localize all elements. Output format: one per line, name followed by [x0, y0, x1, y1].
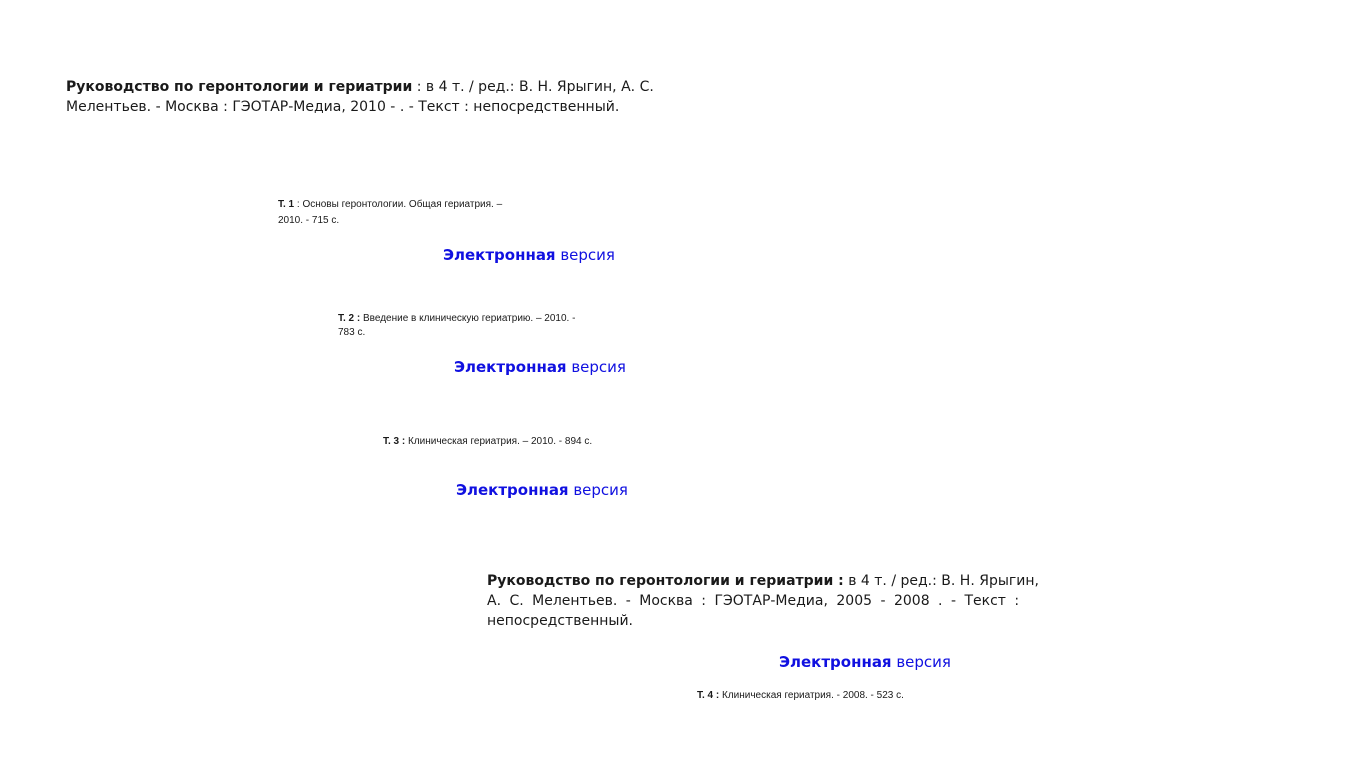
volume-1-electronic-link[interactable]: Электронная версия [443, 245, 615, 265]
link-bold-word: Электронная [779, 653, 892, 671]
volume-3-entry: Т. 3 : Клиническая гериатрия. – 2010. - … [383, 434, 592, 450]
reference-details: в 4 т. / ред.: В. Н. Ярыгин, [843, 573, 1039, 589]
reference-2010-line1: Руководство по геронтологии и гериатрии … [66, 77, 786, 97]
volume-2-electronic-link[interactable]: Электронная версия [454, 357, 626, 377]
volume-2-label: Т. 2 : [338, 313, 361, 324]
volume-4-title: Клиническая гериатрия. - 2008. - 523 с. [719, 690, 904, 701]
volume-1-line1: Т. 1 : Основы геронтологии. Общая гериат… [278, 197, 618, 213]
reference-details: : в 4 т. / ред.: В. Н. Ярыгин, А. С. [412, 79, 654, 95]
volume-1-label: Т. 1 [278, 199, 295, 210]
reference-2010: Руководство по геронтологии и гериатрии … [66, 77, 786, 117]
reference-2005-2008-line2-text: А. С. Мелентьев. - Москва : ГЭОТАР-Медиа… [487, 593, 1020, 609]
reference-2010-line2: Мелентьев. - Москва : ГЭОТАР-Медиа, 2010… [66, 99, 620, 115]
volume-2-entry: Т. 2 : Введение в клиническую гериатрию.… [338, 311, 698, 339]
volume-4-label: Т. 4 : [697, 690, 720, 701]
reference-2005-2008-line1: Руководство по геронтологии и гериатрии … [487, 571, 1056, 591]
volume-4-entry: Т. 4 : Клиническая гериатрия. - 2008. - … [697, 688, 904, 704]
link-bold-word: Электронная [454, 358, 567, 376]
volume-3-electronic-link[interactable]: Электронная версия [456, 480, 628, 500]
volume-2-title: Введение в клиническую гериатрию. – 2010… [360, 313, 576, 324]
link-rest: версия [568, 481, 628, 499]
reference-title: Руководство по геронтологии и гериатрии [66, 79, 413, 95]
link-bold-word: Электронная [443, 246, 556, 264]
link-bold-word: Электронная [456, 481, 569, 499]
volume-2-line1: Т. 2 : Введение в клиническую гериатрию.… [338, 311, 698, 327]
link-rest: версия [555, 246, 615, 264]
volume-1-line2: 2010. - 715 с. [278, 215, 340, 226]
volume-3-label: Т. 3 : [383, 436, 406, 447]
reference-2005-2008-electronic-link[interactable]: Электронная версия [779, 652, 951, 672]
volume-2-line2: 783 с. [338, 327, 366, 338]
link-rest: версия [566, 358, 626, 376]
reference-2005-2008: Руководство по геронтологии и гериатрии … [487, 571, 1056, 631]
volume-1-title: : Основы геронтологии. Общая гериатрия. … [294, 199, 503, 210]
volume-1-entry: Т. 1 : Основы геронтологии. Общая гериат… [278, 197, 618, 229]
link-rest: версия [891, 653, 951, 671]
reference-2005-2008-line2: А. С. Мелентьев. - Москва : ГЭОТАР-Медиа… [487, 591, 1056, 611]
reference-2005-2008-line3: непосредственный. [487, 613, 633, 629]
reference-title: Руководство по геронтологии и гериатрии … [487, 573, 844, 589]
volume-3-title: Клиническая гериатрия. – 2010. - 894 с. [405, 436, 593, 447]
